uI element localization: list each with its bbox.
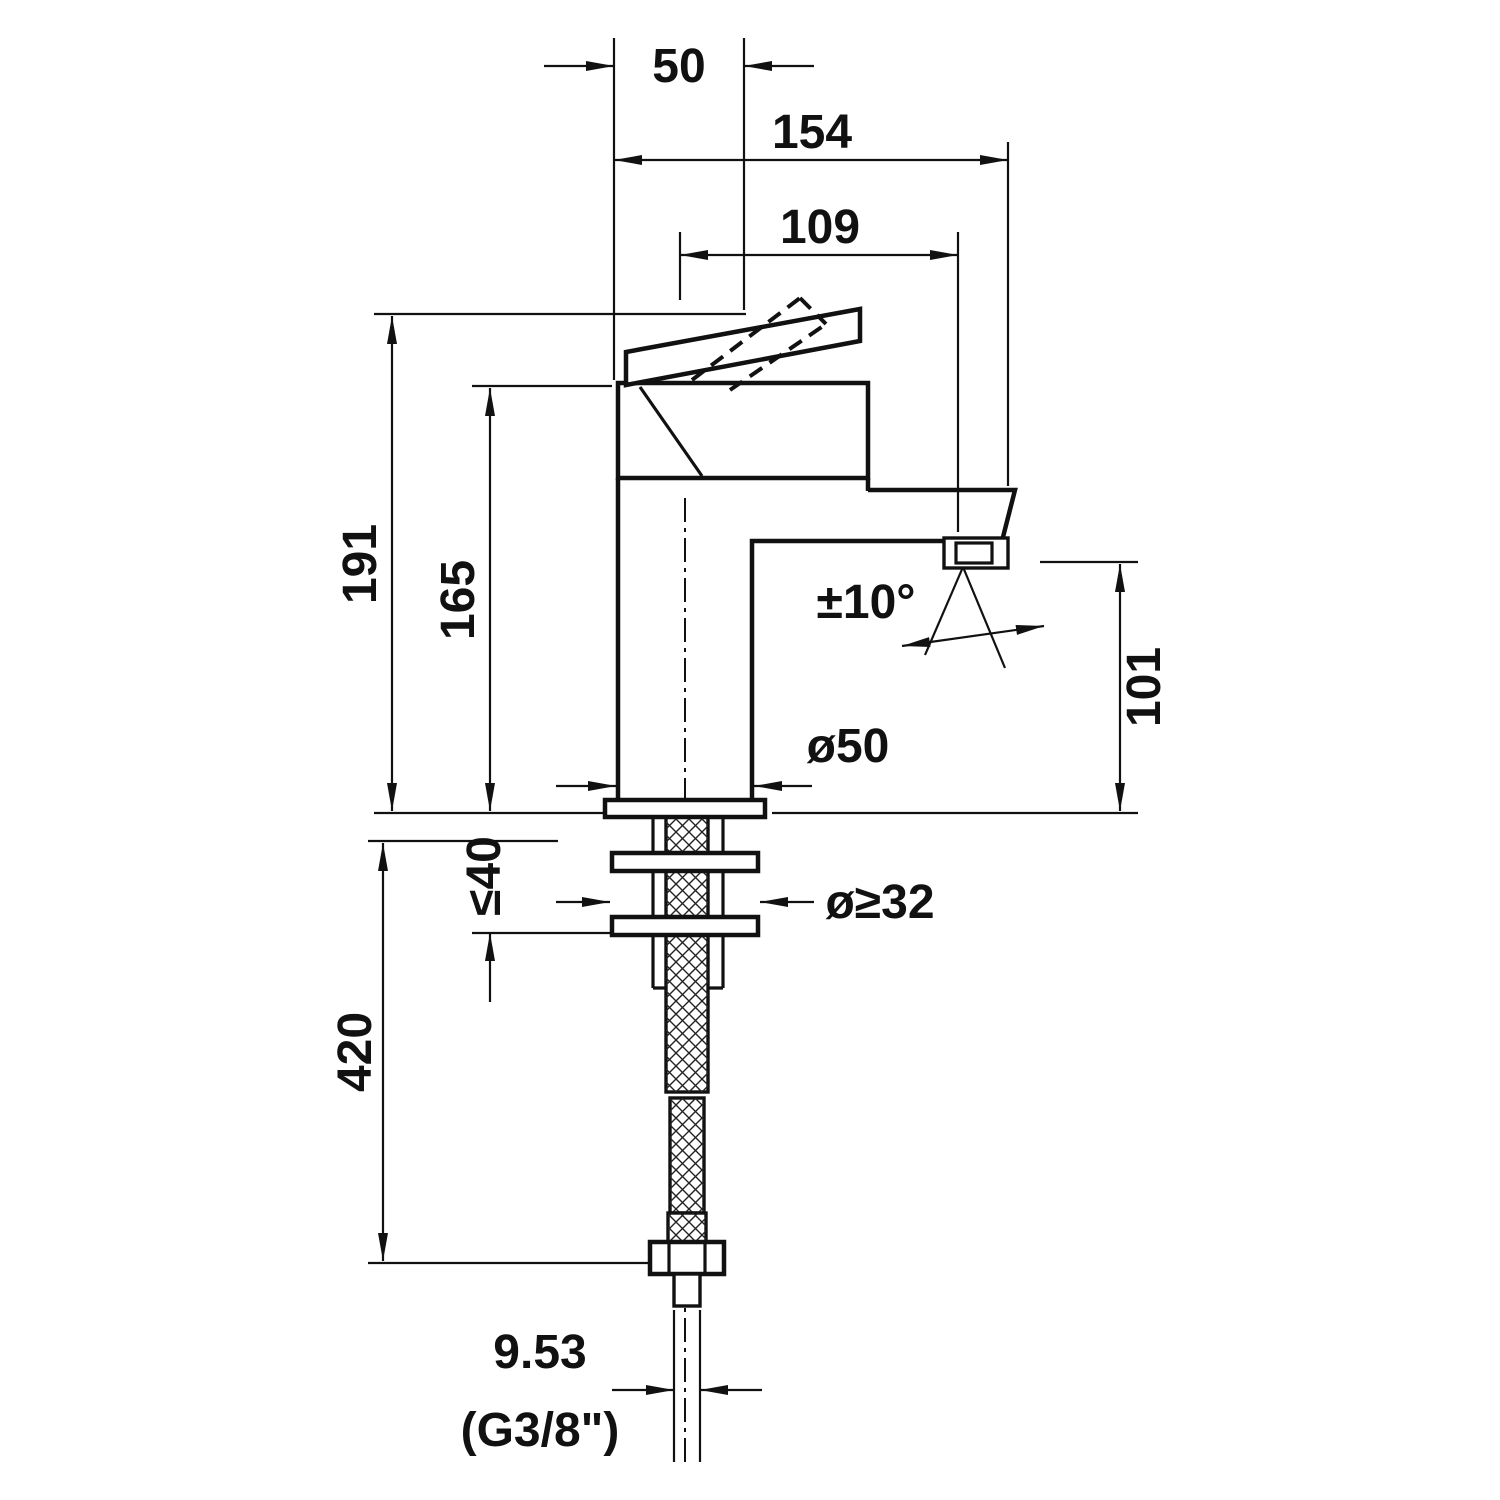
dim-connector-thread-label: (G3/8") — [461, 1404, 620, 1457]
supply-hose-lower — [666, 1096, 708, 1244]
dim-angle-group: ±10° — [817, 566, 1045, 669]
dim-109-group: 109 — [678, 201, 960, 532]
spout-aerator — [942, 536, 1010, 570]
dim-angle-label: ±10° — [817, 576, 916, 629]
dim-191-group: 191 — [334, 312, 746, 815]
base-flange — [602, 797, 768, 820]
mounting-washer-top — [609, 850, 761, 874]
mounting-washer-bottom — [609, 914, 761, 938]
dim-420-label: 420 — [329, 1012, 382, 1092]
dim-dia32-label: ø≥32 — [825, 876, 934, 929]
dim-50-group: 50 — [544, 38, 814, 380]
dim-connector-group: 9.53 (G3/8") — [461, 1310, 762, 1462]
mixer-head — [615, 380, 871, 481]
dim-dia50-group: ø50 — [556, 720, 890, 791]
dim-40-label: ≤40 — [458, 836, 511, 916]
dim-101-label: 101 — [1118, 647, 1171, 727]
dim-101-group: 101 — [772, 560, 1171, 815]
dim-40-group: ≤40 — [458, 836, 612, 1002]
dim-191-label: 191 — [334, 524, 387, 604]
dim-154-group: 154 — [614, 106, 1010, 486]
dim-109-label: 109 — [780, 201, 860, 254]
dim-420-group: 420 — [329, 839, 648, 1265]
mounting-shank — [651, 817, 725, 990]
dim-dia32-group: ø≥32 — [556, 876, 935, 929]
dim-50-label: 50 — [652, 40, 705, 93]
dim-165-group: 165 — [432, 384, 612, 811]
dim-165-label: 165 — [432, 560, 485, 640]
lever-handle-raised — [690, 296, 828, 392]
dim-154-label: 154 — [772, 106, 852, 159]
dim-dia50-label: ø50 — [807, 720, 890, 773]
hose-hex-nut — [647, 1239, 727, 1308]
dim-connector-size-label: 9.53 — [493, 1326, 586, 1379]
